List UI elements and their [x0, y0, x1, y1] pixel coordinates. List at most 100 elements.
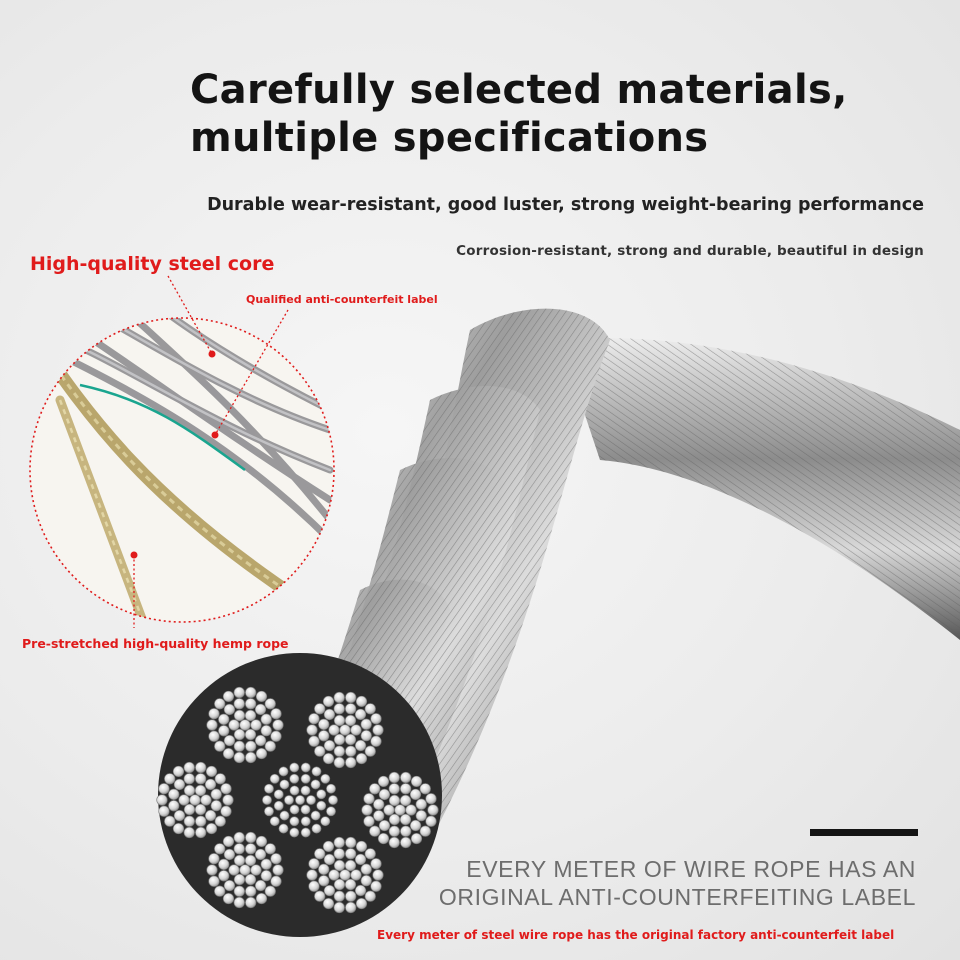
- wire-end: [289, 804, 300, 815]
- wire-end: [333, 878, 346, 891]
- wire-end: [360, 718, 372, 730]
- wire-end: [222, 690, 235, 703]
- wire-end: [306, 869, 318, 881]
- wire-end: [314, 745, 326, 757]
- wire-end: [279, 779, 290, 790]
- subheadline: Durable wear-resistant, good luster, str…: [207, 195, 924, 215]
- wire-end: [239, 719, 251, 731]
- wire-end: [178, 794, 190, 806]
- wire-end: [172, 765, 185, 778]
- wire-end: [419, 825, 431, 837]
- wire-end: [254, 879, 267, 892]
- wire-end: [345, 848, 357, 860]
- wire-end: [218, 725, 230, 737]
- footer-note: Every meter of steel wire rope has the o…: [377, 928, 895, 942]
- wire-end: [223, 848, 236, 861]
- callout-hemp-rope: Pre-stretched high-quality hemp rope: [22, 636, 289, 651]
- wire-end: [344, 878, 357, 891]
- wire-end: [354, 739, 367, 752]
- wire-end: [320, 816, 331, 827]
- wire-end: [218, 713, 230, 725]
- wire-end: [208, 708, 220, 720]
- wire-end: [369, 825, 381, 837]
- wire-end: [399, 794, 412, 807]
- wire-end: [308, 858, 320, 870]
- wire-end: [311, 766, 322, 777]
- wire-end: [158, 805, 170, 817]
- wire-end: [400, 783, 412, 795]
- wire-end: [200, 794, 212, 806]
- wire-end: [168, 800, 180, 812]
- wire-end: [372, 724, 384, 736]
- wire-end: [345, 745, 357, 757]
- wire-end: [388, 771, 400, 784]
- wire-end: [333, 745, 345, 757]
- wire-end: [363, 793, 375, 805]
- wire-end: [377, 832, 390, 845]
- wire-end: [245, 885, 257, 897]
- wire-end: [333, 733, 346, 746]
- wire-end: [322, 695, 335, 708]
- wire-end: [333, 890, 345, 902]
- caption-line-1: EVERY METER OF WIRE ROPE HAS AN: [466, 856, 916, 882]
- headline-line-1: Carefully selected materials,: [190, 67, 848, 113]
- wire-end: [300, 816, 311, 827]
- wire-end: [278, 823, 289, 834]
- wire-end: [220, 783, 232, 795]
- wire-end: [228, 719, 240, 731]
- wire-end: [326, 806, 336, 817]
- wire-end: [322, 897, 335, 910]
- wire-end: [427, 804, 439, 816]
- wire-end: [388, 825, 400, 837]
- wire-end: [345, 691, 357, 704]
- wire-end: [378, 819, 391, 832]
- wire-end: [244, 728, 257, 741]
- wire-end: [333, 836, 345, 849]
- wire-end: [214, 698, 226, 710]
- wire-end: [264, 698, 276, 710]
- accent-bar: [810, 829, 918, 836]
- wire-end: [264, 843, 276, 855]
- wire-end: [400, 836, 412, 849]
- wire-end: [244, 709, 257, 722]
- wire-end: [306, 795, 316, 805]
- wire-end: [245, 686, 257, 699]
- wire-end: [195, 826, 207, 839]
- headline: Carefully selected materials, multiple s…: [190, 66, 848, 162]
- wire-end: [204, 809, 217, 822]
- wire-end: [328, 795, 338, 805]
- wire-end: [372, 869, 384, 881]
- wire-end: [156, 794, 168, 806]
- wire-end: [339, 869, 351, 881]
- wire-end: [339, 724, 351, 736]
- wire-end: [310, 810, 321, 821]
- wire-end: [318, 730, 330, 742]
- tagline: Corrosion-resistant, strong and durable,…: [456, 243, 924, 259]
- wire-end: [318, 875, 330, 887]
- wire-end: [354, 853, 367, 866]
- wire-end: [360, 730, 372, 742]
- wire-end: [233, 885, 245, 897]
- wire-end: [306, 724, 318, 736]
- wire-end: [220, 805, 232, 817]
- wire-end: [345, 890, 357, 902]
- wire-end: [300, 827, 311, 838]
- callout-steel-core: High-quality steel core: [30, 253, 275, 275]
- wire-end: [400, 771, 412, 784]
- wire-end: [168, 788, 180, 800]
- wire-end: [205, 765, 218, 778]
- wire-end: [370, 858, 382, 870]
- wire-end: [270, 708, 282, 720]
- wire-end: [195, 761, 207, 774]
- wire-end: [223, 703, 236, 716]
- wire-end: [233, 740, 245, 752]
- wire-end: [260, 713, 272, 725]
- wire-end: [370, 880, 382, 892]
- wire-end: [270, 875, 282, 887]
- wire-end: [388, 813, 401, 826]
- wire-end: [183, 803, 196, 816]
- wire-end: [233, 698, 245, 710]
- wire-end: [415, 798, 427, 810]
- wire-end: [355, 752, 368, 765]
- wire-end: [195, 815, 207, 827]
